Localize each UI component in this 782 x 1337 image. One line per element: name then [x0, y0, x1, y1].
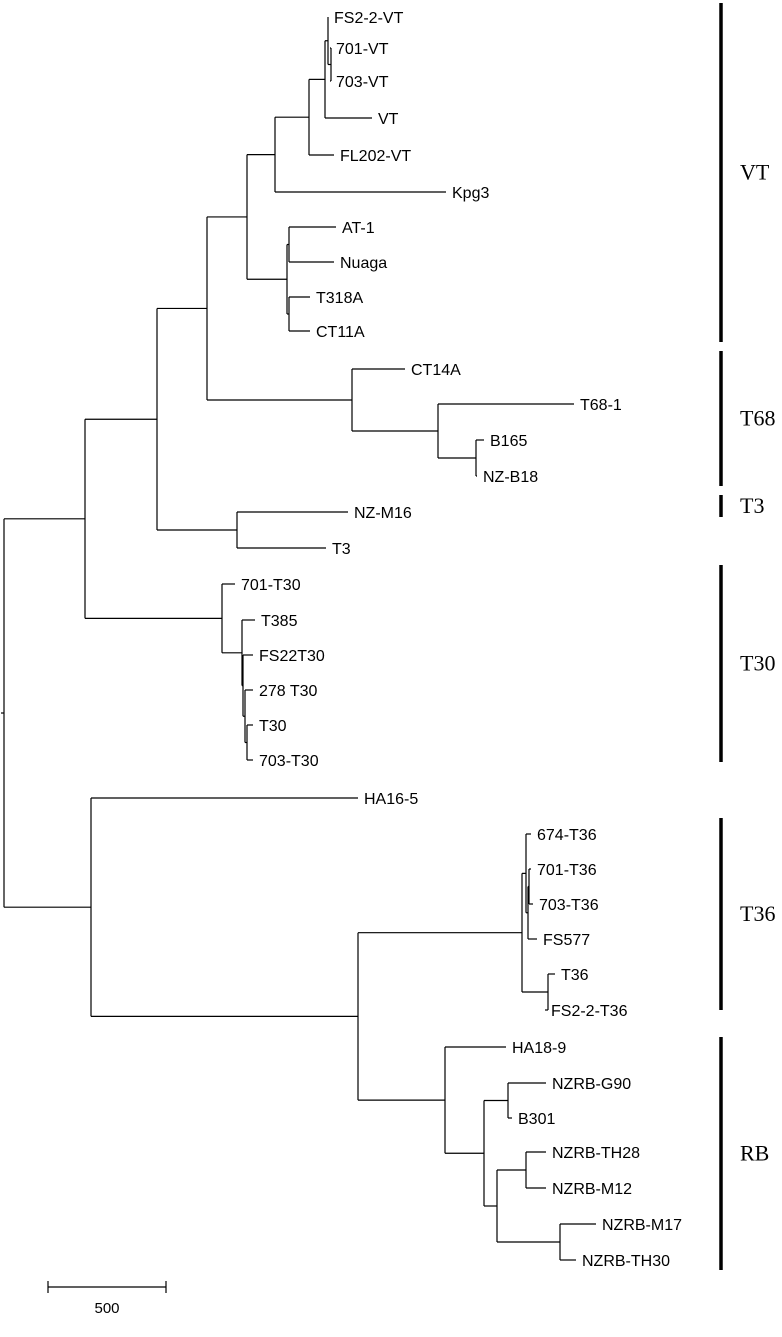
leaf-label: Kpg3 — [452, 185, 489, 202]
clade-label: T36 — [740, 901, 775, 926]
leaf-label: NZRB-G90 — [552, 1076, 631, 1093]
leaf-label: T68-1 — [580, 397, 622, 414]
scale-bar: 500 — [47, 1281, 167, 1317]
leaf-label: T3 — [332, 541, 351, 558]
leaf-label: NZRB-M17 — [602, 1217, 682, 1234]
clade-label: VT — [740, 160, 770, 185]
leaf-label: 278 T30 — [259, 683, 318, 700]
leaf-label: 674-T36 — [537, 827, 597, 844]
leaf-label: HA16-5 — [364, 791, 418, 808]
leaf-label: 703-VT — [336, 74, 389, 91]
leaf-label: NZRB-M12 — [552, 1181, 632, 1198]
leaf-label: VT — [378, 111, 399, 128]
leaf-label: NZRB-TH28 — [552, 1145, 640, 1162]
leaf-label: B165 — [490, 433, 527, 450]
tree-branches — [1, 17, 596, 1261]
clade-label: T68 — [740, 406, 775, 431]
leaf-label: FL202-VT — [340, 148, 411, 165]
leaf-label: FS2-2-VT — [334, 10, 404, 27]
clade-label: T30 — [740, 651, 775, 676]
leaf-label: T318A — [316, 290, 363, 307]
leaf-label: T385 — [261, 613, 298, 630]
leaf-label: FS2-2-T36 — [551, 1003, 628, 1020]
leaf-label: T36 — [561, 967, 589, 984]
leaf-label: FS577 — [543, 932, 590, 949]
clade-label: T3 — [740, 493, 764, 518]
leaf-label: NZ-B18 — [483, 469, 538, 486]
leaf-label: 703-T36 — [539, 897, 599, 914]
leaf-label: T30 — [259, 718, 287, 735]
leaf-label: FS22T30 — [259, 648, 325, 665]
leaf-labels: FS2-2-VT 701-VT 703-VT VT FL202-VT Kpg3AT-1Nu… — [241, 10, 682, 1270]
leaf-label: 701-VT — [336, 41, 389, 58]
leaf-label: AT-1 — [342, 220, 375, 237]
leaf-label: Nuaga — [340, 255, 387, 272]
leaf-label: CT14A — [411, 362, 461, 379]
clade-label: RB — [740, 1141, 769, 1166]
leaf-label: NZ-M16 — [354, 505, 412, 522]
scale-bar-label: 500 — [94, 1300, 119, 1317]
leaf-label: NZRB-TH30 — [582, 1253, 670, 1270]
leaf-label: 701-T36 — [537, 862, 597, 879]
leaf-label: 703-T30 — [259, 753, 319, 770]
leaf-label: 701-T30 — [241, 577, 301, 594]
leaf-label: HA18-9 — [512, 1040, 566, 1057]
leaf-label: B301 — [518, 1111, 555, 1128]
leaf-label: CT11A — [316, 324, 365, 341]
